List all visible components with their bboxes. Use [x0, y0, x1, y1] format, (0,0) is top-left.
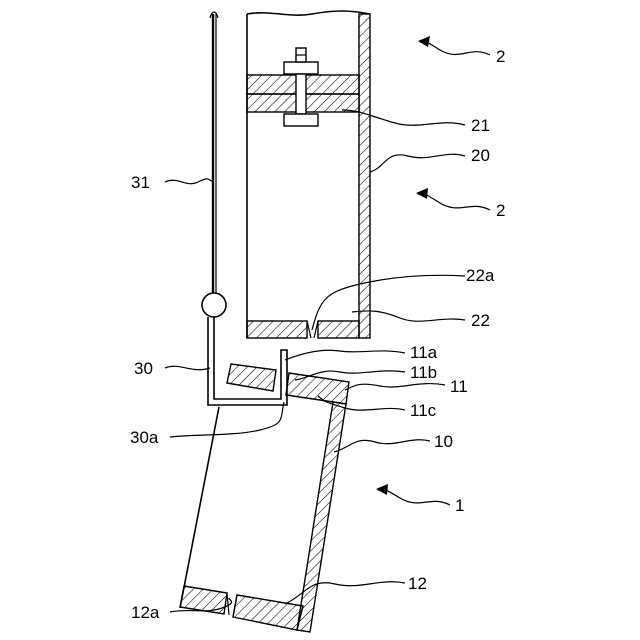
label-2-mid: 2: [496, 201, 505, 220]
bottom-plate-22-left: [247, 321, 307, 338]
bottom-plate-22-right: [318, 321, 359, 338]
lid-11: [286, 373, 349, 404]
label-20: 20: [471, 146, 490, 165]
label-12: 12: [408, 574, 427, 593]
label-12a: 12a: [131, 603, 160, 622]
side-wall-10: [297, 402, 346, 632]
lid-11a: [227, 364, 276, 391]
label-30a: 30a: [130, 428, 159, 447]
label-1: 1: [455, 496, 464, 515]
label-10: 10: [434, 432, 453, 451]
ball-joint: [202, 293, 226, 317]
upper-right-wall: [359, 14, 370, 338]
label-21: 21: [471, 116, 490, 135]
label-11: 11: [450, 377, 468, 396]
label-2-top: 2: [496, 47, 505, 66]
label-11b: 11b: [410, 363, 437, 382]
bottom-12-left: [180, 586, 227, 614]
label-30: 30: [134, 359, 153, 378]
rod-assembly: [202, 12, 287, 405]
label-22a: 22a: [466, 266, 495, 285]
label-11a: 11a: [410, 343, 438, 362]
upper-container: [247, 11, 370, 338]
label-31: 31: [131, 173, 150, 192]
label-11c: 11c: [410, 401, 437, 420]
label-22: 22: [471, 311, 490, 330]
